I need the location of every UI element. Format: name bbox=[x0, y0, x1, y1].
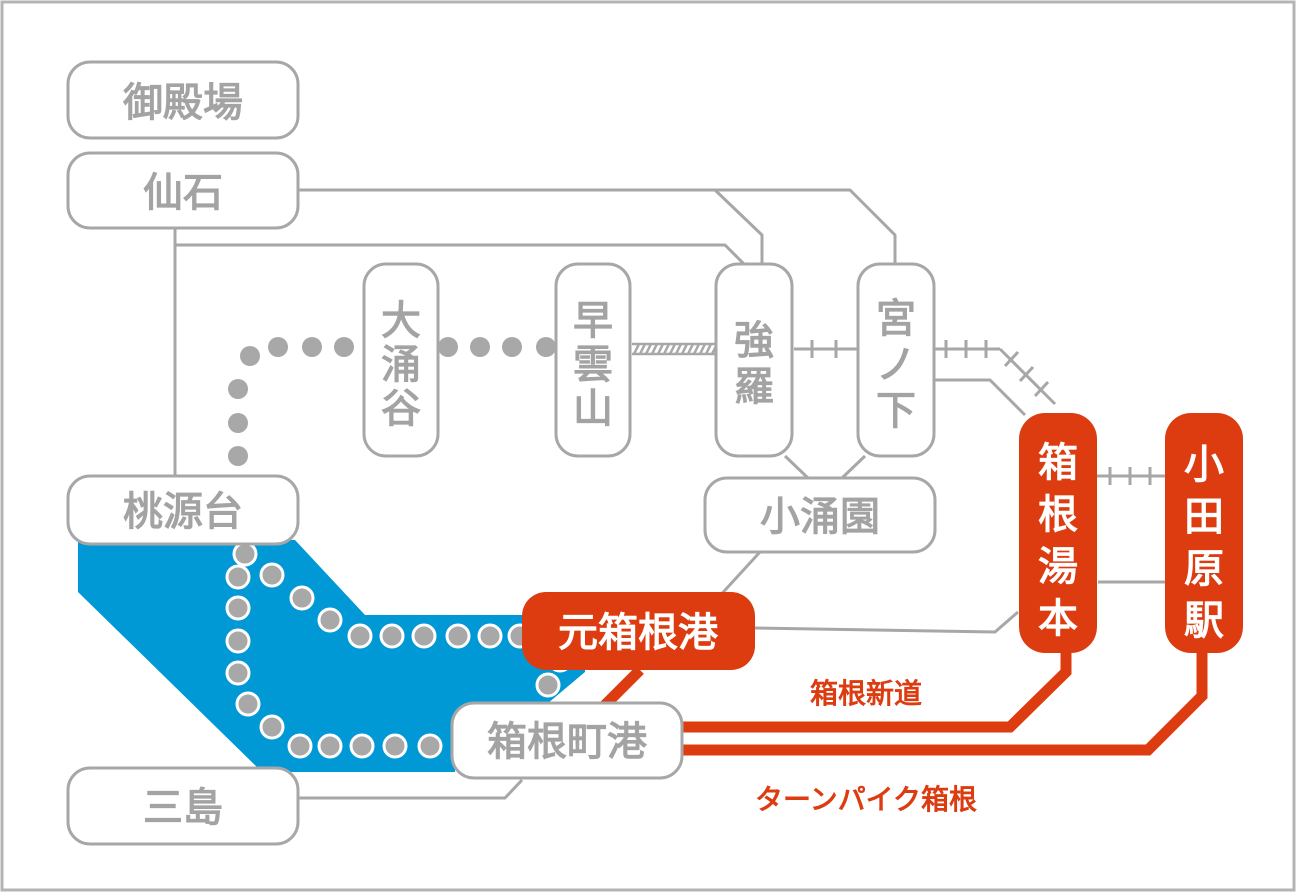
station-kowakien: 小涌園 bbox=[703, 476, 937, 554]
cruise-dot bbox=[225, 628, 251, 654]
ropeway-dot bbox=[228, 446, 248, 466]
cruise-dot bbox=[259, 714, 285, 740]
cable-car-hatch bbox=[680, 343, 689, 355]
cruise-dot bbox=[287, 733, 313, 759]
cruise-dot bbox=[445, 623, 471, 649]
station-label: 強羅 bbox=[734, 318, 774, 410]
station-hakonemachi-ko: 箱根町港 bbox=[450, 701, 684, 780]
station-togendai: 桃源台 bbox=[66, 474, 300, 546]
ropeway-dot bbox=[228, 379, 248, 399]
cable-car-hatch bbox=[668, 343, 677, 355]
cruise-route bbox=[225, 541, 573, 759]
cable-car-hatch bbox=[662, 343, 671, 355]
station-label: 仙石 bbox=[143, 170, 223, 216]
cruise-dot bbox=[289, 585, 315, 611]
cable-car-hatch bbox=[704, 343, 713, 355]
road-turnpike bbox=[682, 648, 1208, 756]
cable-car-hatch bbox=[650, 343, 659, 355]
station-owakudani: 大涌谷 bbox=[362, 262, 440, 458]
cruise-dot bbox=[317, 733, 343, 759]
station-label: 箱根町港 bbox=[487, 719, 648, 765]
cable-car-hatch bbox=[644, 343, 653, 355]
station-label: 桃源台 bbox=[123, 489, 243, 535]
station-label: 小涌園 bbox=[760, 494, 880, 540]
cable-car-hatch bbox=[632, 343, 641, 355]
station-label: 元箱根港 bbox=[558, 610, 719, 656]
ropeway-line bbox=[228, 337, 556, 466]
cable-car-hatch bbox=[692, 343, 701, 355]
tozan-railway-ties bbox=[794, 340, 1165, 485]
cruise-dot bbox=[477, 623, 503, 649]
road-label-hakone-shindo: 箱根新道 bbox=[810, 677, 922, 710]
cable-car-hatch bbox=[674, 343, 683, 355]
cable-car-hatch bbox=[656, 343, 665, 355]
ropeway-dot bbox=[302, 337, 322, 357]
station-sengoku: 仙石 bbox=[66, 151, 300, 230]
cruise-dot bbox=[417, 733, 443, 759]
station-label: 箱根湯本 bbox=[1038, 440, 1078, 642]
cruise-dot bbox=[347, 623, 373, 649]
station-label: 三島 bbox=[143, 785, 223, 831]
station-label: 大涌谷 bbox=[381, 298, 421, 432]
station-motohakone-ko: 元箱根港 bbox=[522, 592, 755, 670]
cable-car-hatch bbox=[686, 343, 695, 355]
ropeway-dot bbox=[536, 337, 556, 357]
cable-car-line bbox=[632, 342, 719, 356]
station-gora: 強羅 bbox=[714, 262, 794, 458]
cruise-dot bbox=[225, 595, 251, 621]
station-hakone-yumoto: 箱根湯本 bbox=[1019, 413, 1097, 653]
ropeway-dot bbox=[228, 413, 248, 433]
ropeway-dot bbox=[268, 337, 288, 357]
cable-car-hatch bbox=[698, 343, 707, 355]
ropeway-dot bbox=[334, 337, 354, 357]
ropeway-dot bbox=[240, 346, 260, 366]
station-sounzan: 早雲山 bbox=[554, 262, 632, 458]
cruise-dot bbox=[225, 564, 251, 590]
station-mishima: 三島 bbox=[66, 766, 300, 846]
cable-car-hatch bbox=[638, 343, 647, 355]
ropeway-dot bbox=[470, 337, 490, 357]
road-hakone-shindo bbox=[682, 648, 1072, 733]
station-gotemba: 御殿場 bbox=[66, 60, 300, 140]
station-label: 宮ノ下 bbox=[876, 296, 916, 434]
cruise-dot bbox=[382, 733, 408, 759]
cruise-dot bbox=[535, 672, 561, 698]
ropeway-dot bbox=[502, 337, 522, 357]
station-label: 早雲山 bbox=[573, 298, 613, 432]
cruise-dot bbox=[411, 623, 437, 649]
road-label-turnpike: ターンパイク箱根 bbox=[755, 783, 977, 816]
cruise-dot bbox=[379, 623, 405, 649]
cruise-dot bbox=[235, 691, 261, 717]
cruise-dot bbox=[349, 733, 375, 759]
cruise-dot bbox=[232, 541, 258, 567]
ropeway-dot bbox=[438, 337, 458, 357]
cruise-dot bbox=[259, 562, 285, 588]
station-miyanoshita: 宮ノ下 bbox=[856, 262, 936, 458]
cruise-dot bbox=[317, 607, 343, 633]
cruise-dot bbox=[225, 660, 251, 686]
station-label: 小田原駅 bbox=[1184, 442, 1224, 644]
station-label: 御殿場 bbox=[122, 80, 243, 126]
station-odawara: 小田原駅 bbox=[1165, 413, 1243, 653]
